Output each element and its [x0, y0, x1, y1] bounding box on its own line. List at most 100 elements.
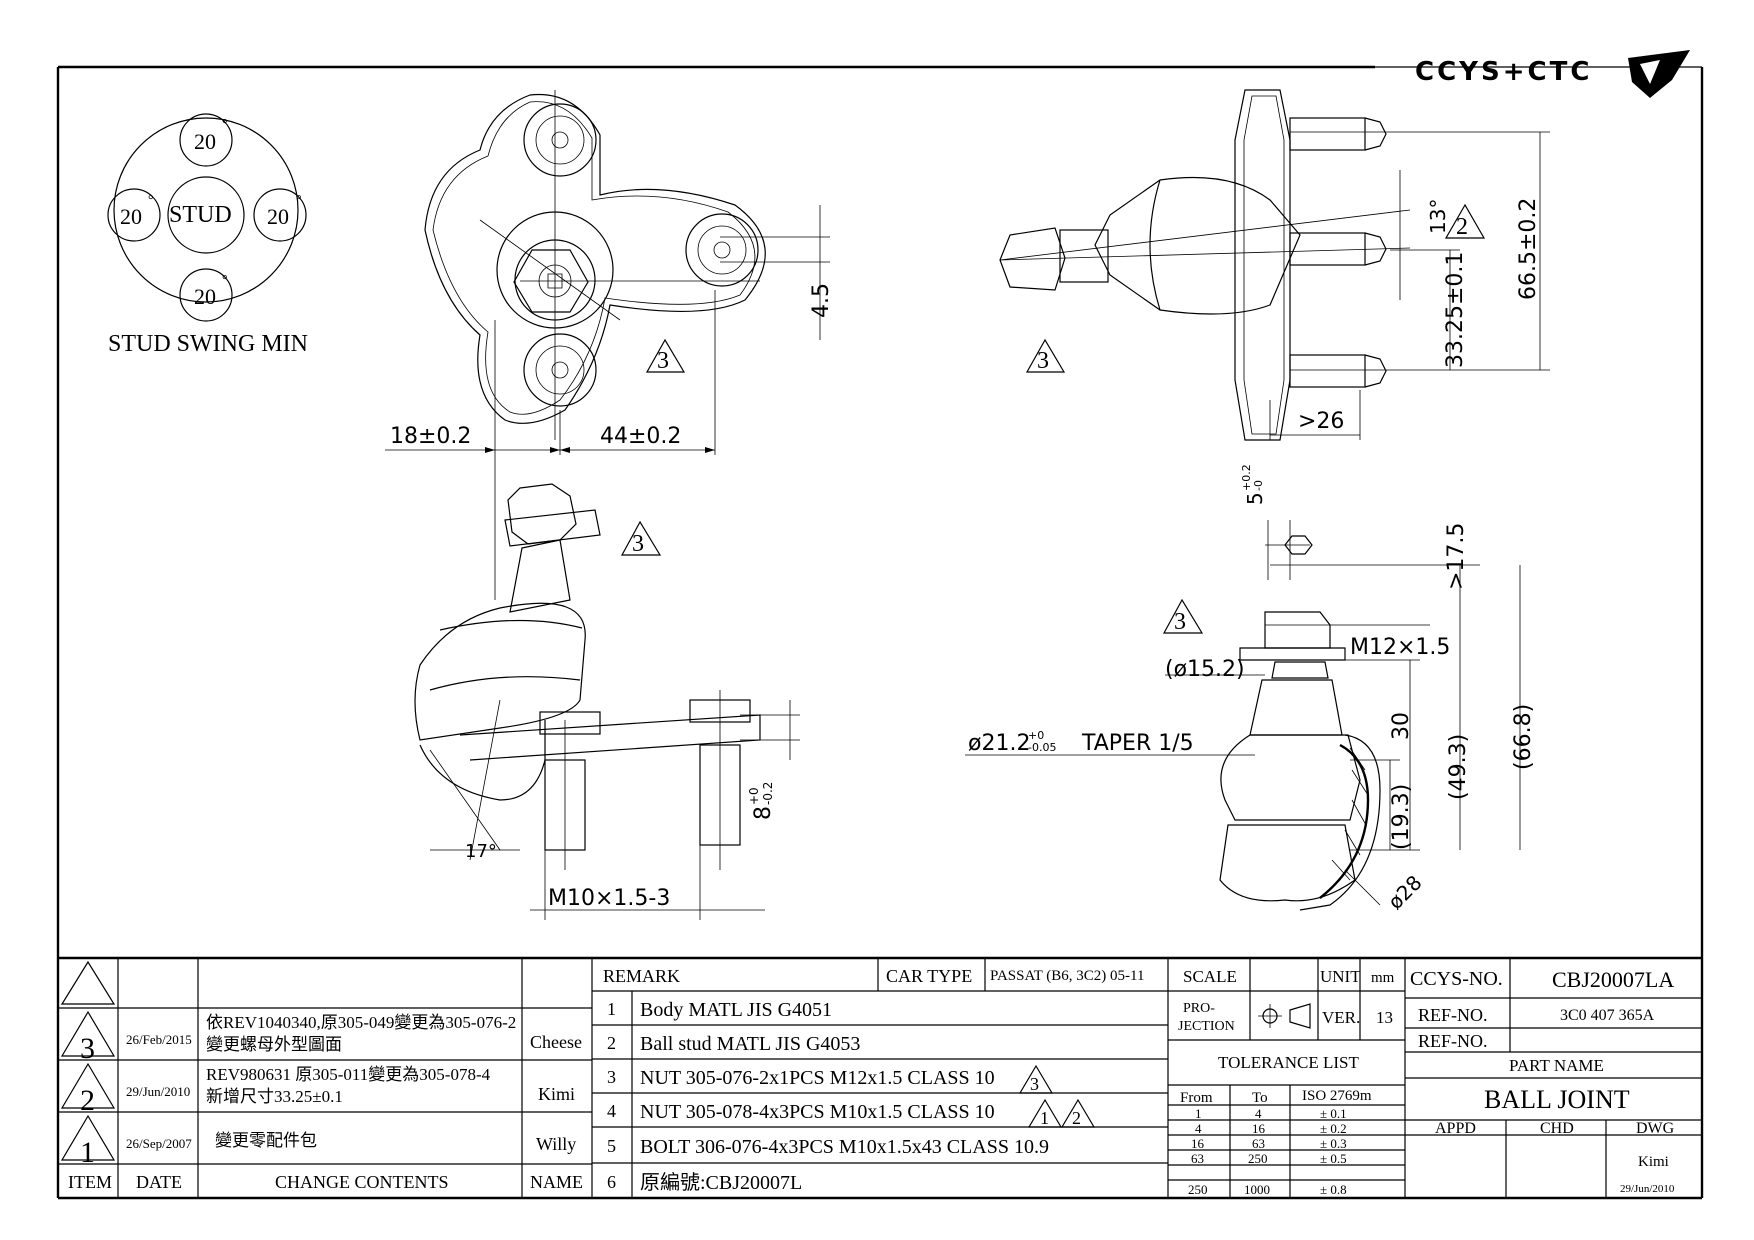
svg-text:± 0.2: ± 0.2 — [1320, 1121, 1347, 1136]
dim-19-3: (19.3) — [1389, 784, 1414, 850]
ref-no-value: 3C0 407 365A — [1560, 1007, 1655, 1024]
rev-row-change: 變更零配件包 — [215, 1131, 317, 1150]
header-item: ITEM — [68, 1172, 112, 1192]
section-view — [965, 520, 1521, 911]
title-block: CCYS-NO. CBJ20007LA REF-NO. 3C0 407 365A… — [1410, 967, 1675, 1195]
svg-text:8: 8 — [751, 806, 776, 820]
rev-row-date: 26/Sep/2007 — [126, 1136, 192, 1151]
svg-text:3: 3 — [1030, 1074, 1039, 1094]
svg-text:3: 3 — [607, 1067, 616, 1087]
car-type-value: PASSAT (B6, 3C2) 05-11 — [990, 968, 1144, 984]
swing-center-label: STUD — [169, 202, 232, 228]
logo-emblem-icon — [1628, 50, 1690, 98]
rev-flag-3: 3 — [1162, 598, 1204, 635]
degree-mark: ° — [222, 117, 228, 132]
rev-row-name: Willy — [536, 1134, 576, 1154]
rev-row-name: Kimi — [538, 1084, 575, 1104]
swing-right-circle — [253, 188, 307, 242]
rev-flag-2 — [1060, 1098, 1096, 1128]
ref-no-label-2: REF-NO. — [1418, 1031, 1488, 1051]
degree-mark: ° — [148, 193, 154, 208]
svg-text:3: 3 — [1174, 609, 1186, 635]
dim-44: 44±0.2 — [600, 424, 681, 449]
dim-dia-15-2: (ø15.2) — [1165, 657, 1245, 682]
rev-row-change: REV980631 原305-011變更為305-078-4 — [206, 1065, 491, 1084]
svg-text:JECTION: JECTION — [1178, 1019, 1235, 1034]
svg-text:250: 250 — [1248, 1151, 1268, 1166]
title-block-grid — [58, 956, 1702, 1198]
unit-value: mm — [1371, 970, 1395, 986]
remark-row: NUT 305-076-2x1PCS M12x1.5 CLASS 10 — [640, 1067, 995, 1089]
rev-flag-3: 3 — [620, 520, 662, 557]
remark-row: Body MATL JIS G4051 — [640, 999, 832, 1021]
svg-text:-0: -0 — [1252, 480, 1265, 491]
ccys-no-label: CCYS-NO. — [1410, 968, 1503, 990]
svg-text:4: 4 — [607, 1101, 616, 1121]
svg-text:250: 250 — [1188, 1182, 1208, 1197]
dim-5: 5 +0.2 -0 — [1240, 464, 1267, 505]
dim-4-5: 4.5 — [809, 283, 834, 318]
svg-text:+0.2: +0.2 — [1240, 464, 1253, 491]
dim-17-5: >17.5 — [1444, 523, 1469, 590]
car-type-label: CAR TYPE — [886, 966, 972, 986]
company-logo: CCYS+CTC — [1415, 50, 1690, 98]
swing-left-circle — [107, 188, 161, 242]
dim-49-3: (49.3) — [1446, 734, 1471, 800]
front-view — [414, 483, 800, 920]
logo-text: CCYS+CTC — [1415, 57, 1592, 87]
svg-text:63: 63 — [1252, 1136, 1265, 1151]
dim-dia-28: ø28 — [1383, 870, 1427, 914]
projection-symbol-icon — [1258, 1003, 1311, 1029]
svg-text:ISO 2769m: ISO 2769m — [1302, 1088, 1372, 1104]
svg-text:4: 4 — [1195, 1121, 1202, 1136]
svg-text:1: 1 — [1195, 1106, 1202, 1121]
dim-26: >26 — [1298, 409, 1344, 434]
svg-text:-0.05: -0.05 — [1028, 741, 1056, 754]
rev-flag-1 — [1027, 1098, 1063, 1128]
svg-text:2: 2 — [1072, 1108, 1081, 1128]
svg-text:± 0.8: ± 0.8 — [1320, 1182, 1347, 1197]
unit-label: UNIT — [1320, 967, 1361, 986]
svg-text:ø21.2: ø21.2 — [968, 731, 1030, 756]
rev-row-change: 依REV1040340,原305-049變更為305-076-2 — [206, 1013, 516, 1032]
remark-table: REMARK CAR TYPE PASSAT (B6, 3C2) 05-11 1… — [603, 966, 1144, 1194]
rev-flag-3: 3 — [645, 338, 686, 374]
chd-label: CHD — [1540, 1120, 1574, 1137]
dwg-name: Kimi — [1638, 1154, 1669, 1170]
dim-13-deg: 13° — [1426, 199, 1450, 234]
svg-text:3: 3 — [632, 531, 644, 557]
svg-text:2: 2 — [607, 1033, 616, 1053]
top-view — [424, 90, 830, 440]
svg-text:± 0.1: ± 0.1 — [1320, 1106, 1347, 1121]
svg-text:To: To — [1252, 1090, 1268, 1106]
svg-text:16: 16 — [1252, 1121, 1266, 1136]
dim-33-25: 33.25±0.1 — [1443, 252, 1468, 368]
svg-text:+0: +0 — [1028, 729, 1044, 742]
svg-text:2: 2 — [80, 1084, 95, 1117]
side-view — [999, 89, 1550, 441]
svg-text:16: 16 — [1191, 1136, 1205, 1151]
swing-top-circle — [179, 113, 233, 167]
ref-no-label: REF-NO. — [1418, 1005, 1488, 1025]
dim-18: 18±0.2 — [390, 424, 471, 449]
svg-text:From: From — [1180, 1090, 1213, 1106]
rev-row-change: 變更螺母外型圖面 — [206, 1035, 342, 1054]
ver-label: VER. — [1322, 1008, 1360, 1027]
tolerance-title: TOLERANCE LIST — [1218, 1053, 1359, 1072]
svg-text:6: 6 — [607, 1172, 616, 1192]
svg-text:1000: 1000 — [1244, 1182, 1270, 1197]
svg-text:63: 63 — [1191, 1151, 1204, 1166]
dim-66-8: (66.8) — [1511, 704, 1536, 770]
swing-angle-bottom: 20 — [194, 284, 216, 309]
dim-m12: M12×1.5 — [1350, 635, 1450, 660]
rev-row-date: 29/Jun/2010 — [126, 1084, 190, 1099]
rev-flag-2: 2 — [1444, 203, 1486, 240]
svg-text:TAPER 1/5: TAPER 1/5 — [1081, 731, 1194, 756]
swing-center-circle — [167, 176, 245, 254]
svg-text:3: 3 — [80, 1032, 95, 1065]
rev-flag-3 — [1018, 1064, 1054, 1094]
svg-text:5: 5 — [607, 1136, 616, 1156]
dim-m10: M10×1.5-3 — [548, 886, 670, 911]
svg-text:2: 2 — [1456, 214, 1468, 240]
